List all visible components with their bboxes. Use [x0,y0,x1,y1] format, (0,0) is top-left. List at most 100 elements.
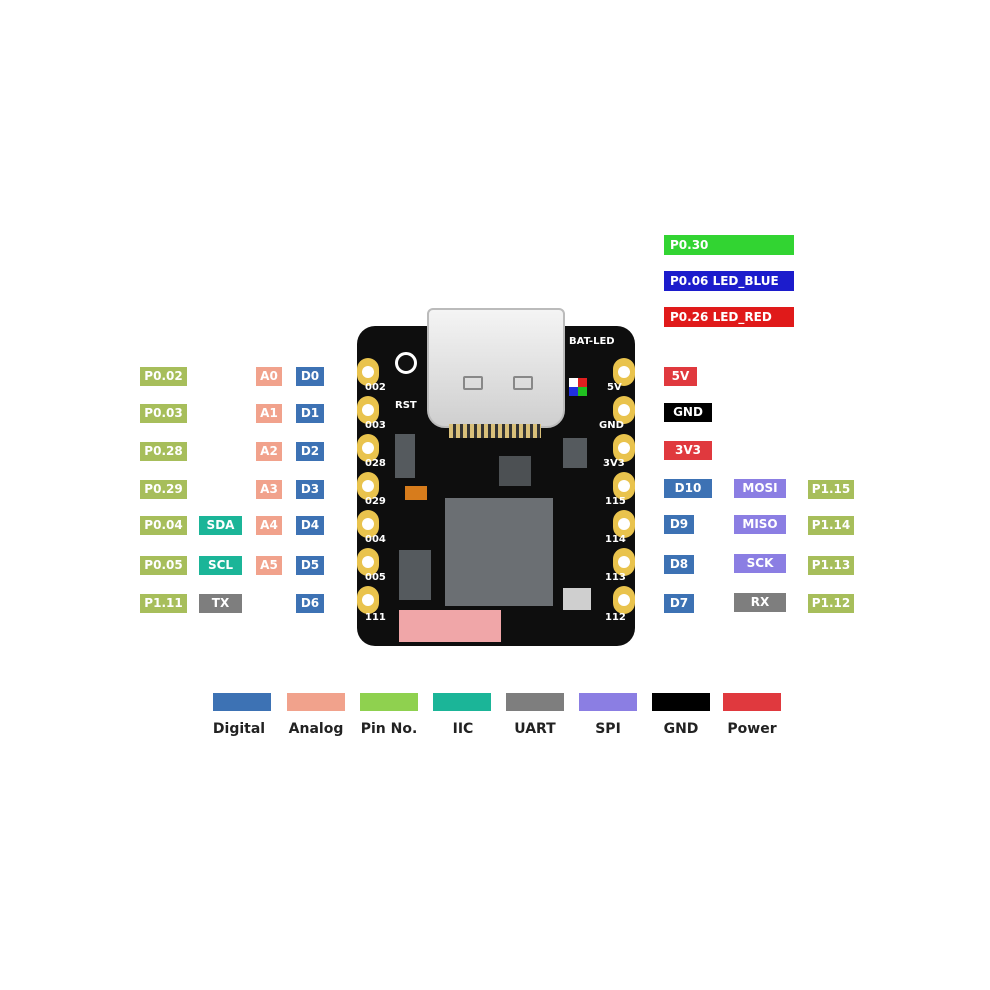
rx-label: RX [734,593,786,612]
analog-4: A4 [256,516,282,535]
board-pad-left [357,358,379,386]
left-digital-1: D1 [296,404,324,423]
right-digital-0: D10 [664,479,712,498]
legend-label-gnd: GND [663,721,699,737]
antenna-strip [399,610,501,642]
bat-led-label: BAT-LED [569,336,615,347]
left-pin-5: P0.05 [140,556,187,575]
regulator-chip [395,434,415,478]
legend-label-pin: Pin No. [360,721,418,737]
right-digital-3: D7 [664,594,694,613]
left-pin-0: P0.02 [140,367,187,386]
board-pad-right [613,510,635,538]
board-pad-right [613,548,635,576]
board-pad-left [357,472,379,500]
rgb-led-icon [569,378,587,396]
inductor [399,550,431,600]
orange-component [405,486,427,500]
mosi-label: MOSI [734,479,786,498]
tx-label: TX [199,594,242,613]
board-pad-left [357,396,379,424]
silk-right-1: GND [599,420,624,431]
led-blue-label: P0.06 LED_BLUE [664,271,794,291]
left-digital-3: D3 [296,480,324,499]
right-pin-0: P1.15 [808,480,854,499]
silk-left-0: 002 [365,382,386,393]
board-pad-left [357,548,379,576]
miso-label: MISO [734,515,786,534]
silk-left-1: 003 [365,420,386,431]
rst-label: RST [395,400,417,411]
board-pad-right [613,396,635,424]
legend-label-analog: Analog [288,721,344,737]
legend-swatch-spi [579,693,637,711]
crystal [563,588,591,610]
analog-2: A2 [256,442,282,461]
analog-1: A1 [256,404,282,423]
power-gnd: GND [664,403,712,422]
silk-right-6: 112 [605,612,626,623]
silk-left-4: 004 [365,534,386,545]
right-digital-1: D9 [664,515,694,534]
analog-5: A5 [256,556,282,575]
right-digital-2: D8 [664,555,694,574]
left-pin-2: P0.28 [140,442,187,461]
analog-3: A3 [256,480,282,499]
microcontroller-board: 002 003 028 029 004 005 111 5V GND 3V3 1… [357,308,635,646]
right-pin-2: P1.13 [808,556,854,575]
connector-strip [449,424,541,438]
power-5v: 5V [664,367,697,386]
board-pad-left [357,434,379,462]
left-pin-4: P0.04 [140,516,187,535]
legend-swatch-gnd [652,693,710,711]
silk-right-0: 5V [607,382,622,393]
legend-label-uart: UART [514,721,556,737]
main-chip [445,498,553,606]
board-pad-right [613,434,635,462]
sck-label: SCK [734,554,786,573]
silk-right-3: 115 [605,496,626,507]
board-pad-right [613,472,635,500]
right-pin-3: P1.12 [808,594,854,613]
left-pin-6: P1.11 [140,594,187,613]
silk-right-4: 114 [605,534,626,545]
legend-swatch-uart [506,693,564,711]
left-digital-4: D4 [296,516,324,535]
legend-label-spi: SPI [595,721,621,737]
silk-right-5: 113 [605,572,626,583]
left-pin-1: P0.03 [140,404,187,423]
side-chip [563,438,587,468]
small-chip [499,456,531,486]
silk-left-3: 029 [365,496,386,507]
left-digital-5: D5 [296,556,324,575]
reset-button-icon [395,352,417,374]
board-pad-left [357,586,379,614]
right-pin-1: P1.14 [808,516,854,535]
board-pad-right [613,358,635,386]
sda-label: SDA [199,516,242,535]
legend-label-iic: IIC [452,721,474,737]
led-green-label: P0.30 LED_GREEN [664,235,794,272]
legend-swatch-iic [433,693,491,711]
left-digital-2: D2 [296,442,324,461]
legend-swatch-pin [360,693,418,711]
legend-label-digital: Digital [212,721,266,737]
legend-swatch-analog [287,693,345,711]
board-pad-left [357,510,379,538]
left-digital-6: D6 [296,594,324,613]
silk-left-6: 111 [365,612,386,623]
led-red-label: P0.26 LED_RED [664,307,794,327]
silk-left-2: 028 [365,458,386,469]
left-pin-3: P0.29 [140,480,187,499]
silk-right-2: 3V3 [603,458,625,469]
power-3v3: 3V3 [664,441,712,460]
legend-label-power: Power [727,721,777,737]
silk-left-5: 005 [365,572,386,583]
analog-0: A0 [256,367,282,386]
legend-swatch-power [723,693,781,711]
scl-label: SCL [199,556,242,575]
legend-swatch-digital [213,693,271,711]
left-digital-0: D0 [296,367,324,386]
board-pad-right [613,586,635,614]
usb-c-connector-icon [427,308,565,428]
